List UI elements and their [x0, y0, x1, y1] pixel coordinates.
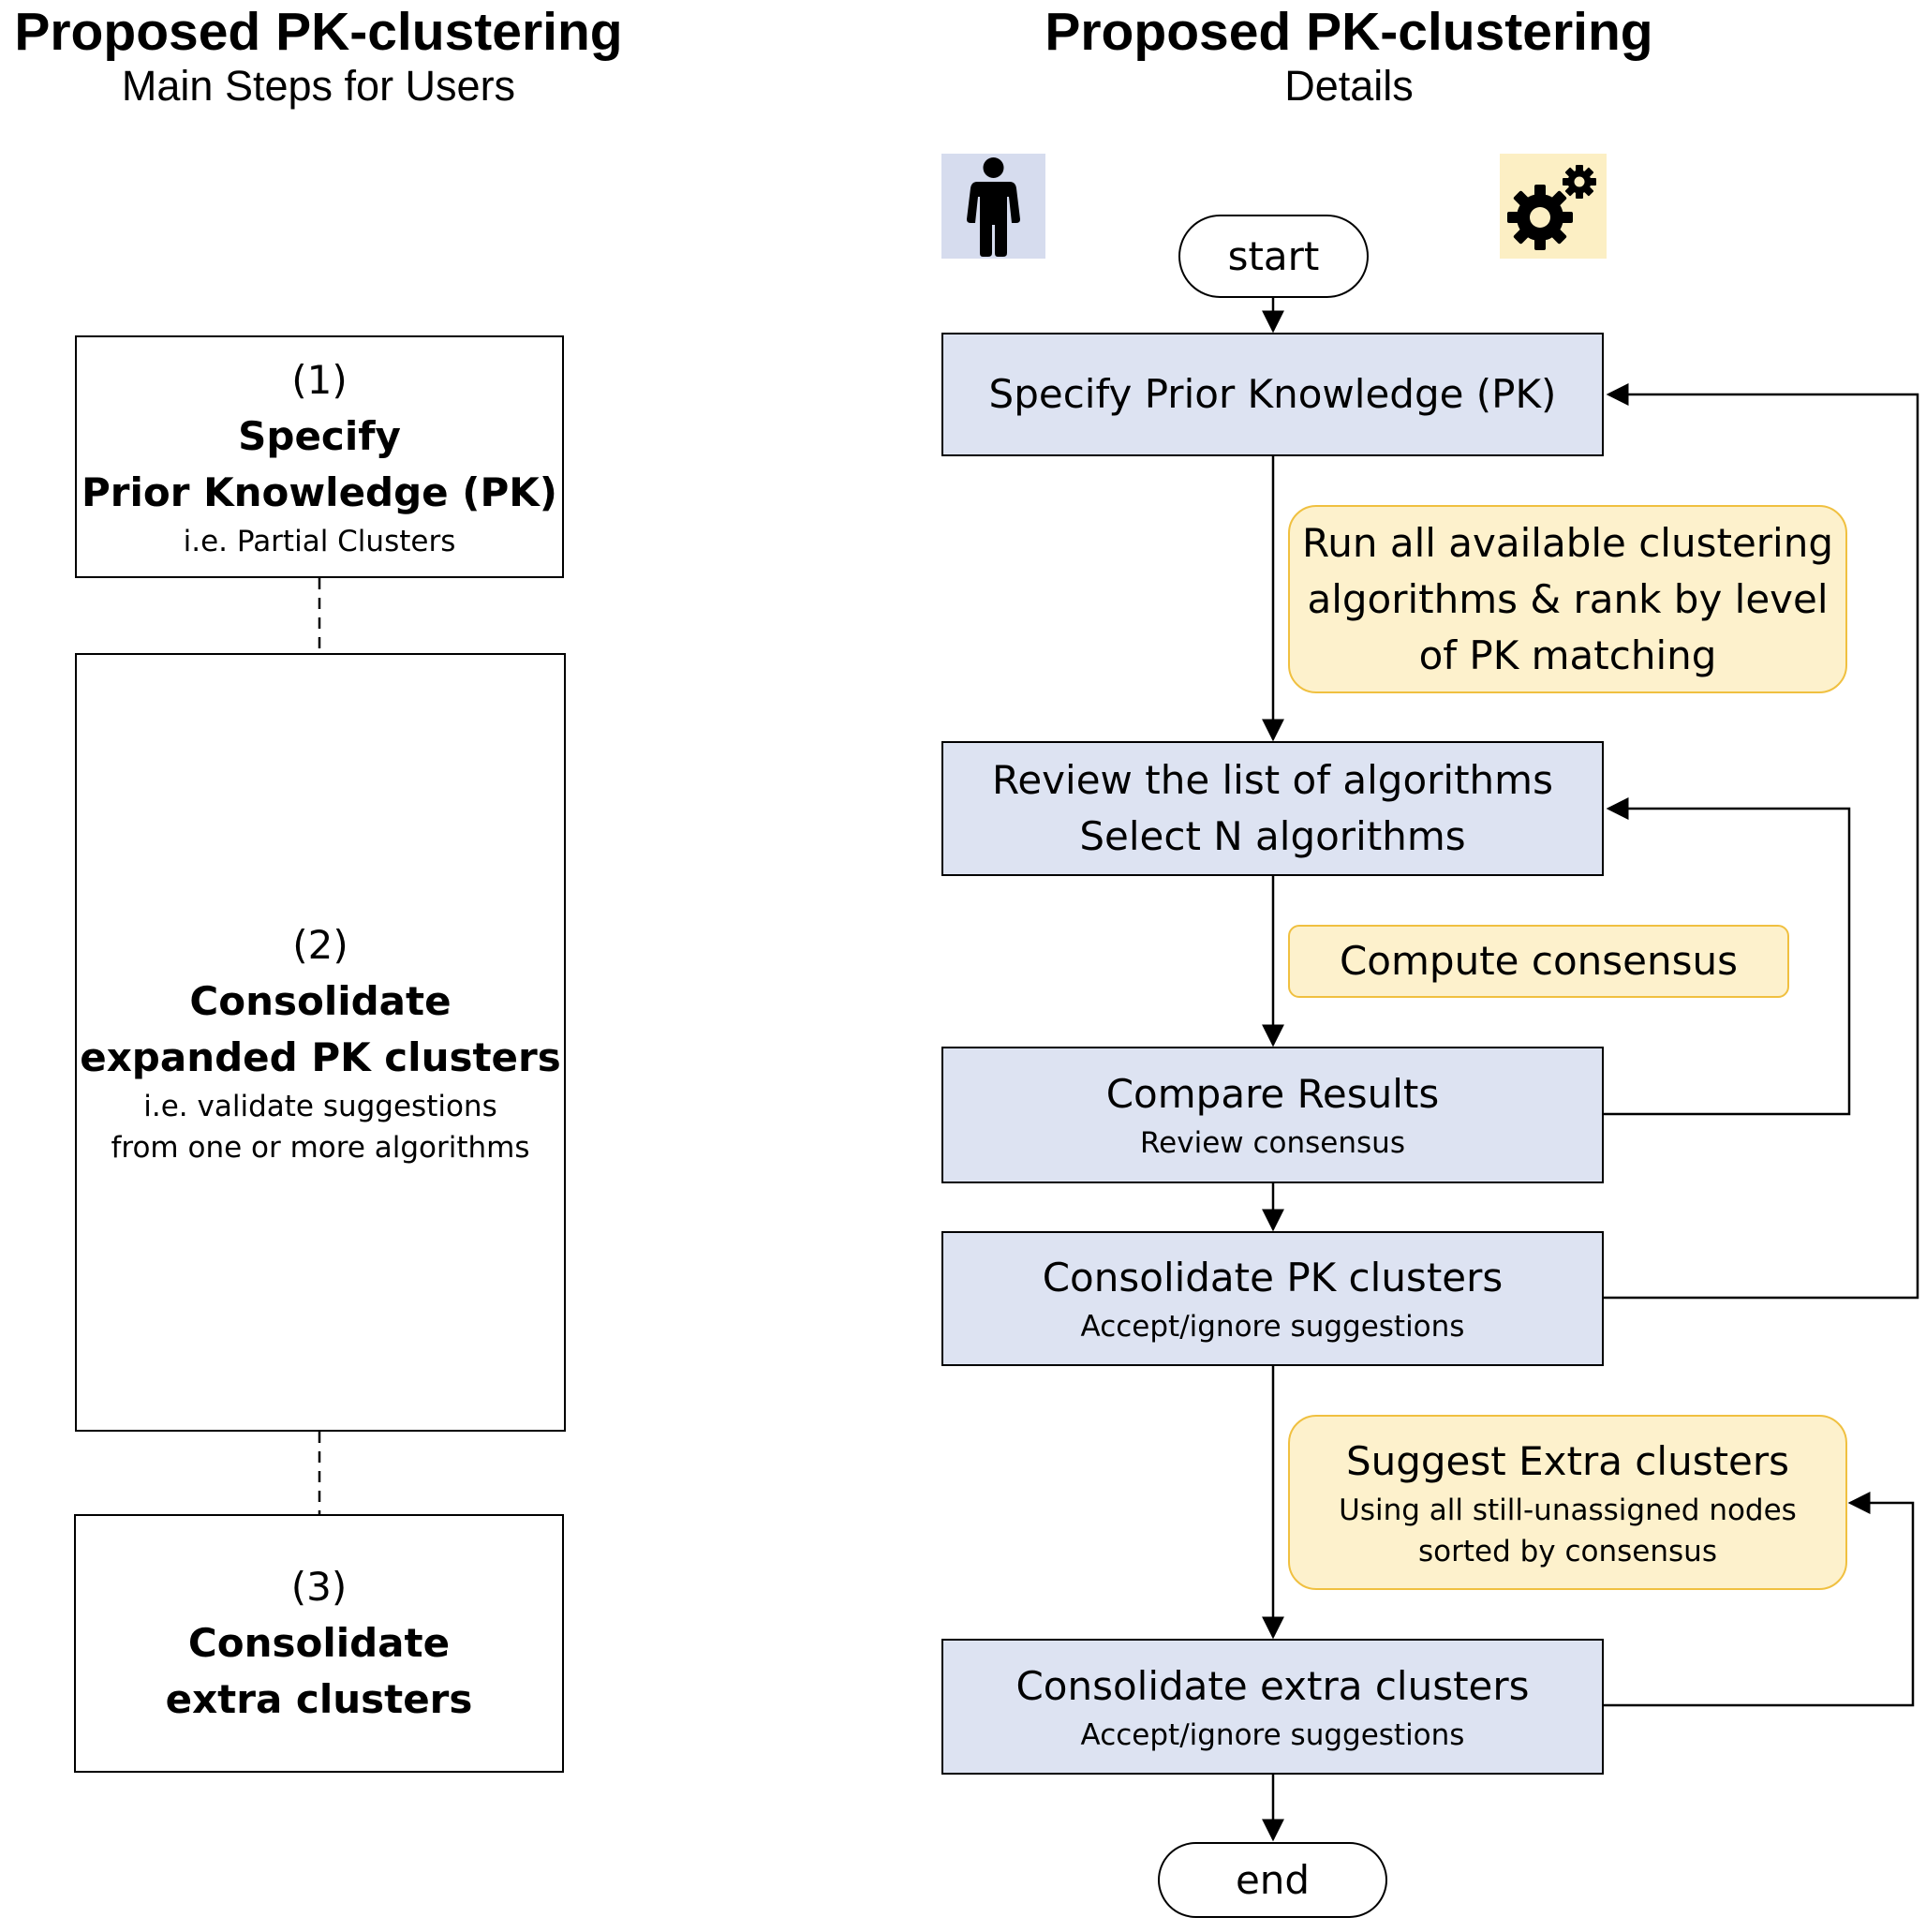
consolidate-pk-title: Consolidate PK clusters	[1042, 1255, 1504, 1300]
start-terminal: start	[1178, 215, 1369, 298]
run-all-line2: algorithms & rank by level	[1307, 575, 1829, 622]
suggest-note-line1: Using all still-unassigned nodes	[1339, 1493, 1797, 1527]
review-algorithms-step: Review the list of algorithms Select N a…	[941, 741, 1604, 876]
review-line1: Review the list of algorithms	[992, 757, 1553, 803]
step-3-number: (3)	[290, 1564, 348, 1610]
consolidate-extra-step: Consolidate extra clusters Accept/ignore…	[941, 1639, 1604, 1775]
left-title: Proposed PK-clustering	[14, 2, 623, 62]
step-1-note-line1: i.e. Partial Clusters	[183, 524, 456, 558]
left-title-block: Proposed PK-clustering Main Steps for Us…	[0, 2, 637, 111]
compute-consensus-label: Compute consensus	[1339, 938, 1738, 984]
specify-pk-step: Specify Prior Knowledge (PK)	[941, 333, 1604, 456]
step-1-title-line1: Specify	[238, 412, 401, 459]
step-2-title-line1: Consolidate	[189, 977, 452, 1024]
consolidate-pk-step: Consolidate PK clusters Accept/ignore su…	[941, 1231, 1604, 1366]
compute-consensus-step: Compute consensus	[1288, 925, 1789, 998]
end-label: end	[1235, 1856, 1311, 1903]
specify-pk-label: Specify Prior Knowledge (PK)	[988, 371, 1557, 417]
step-3-title-line1: Consolidate	[187, 1620, 451, 1666]
step-2-number: (2)	[292, 921, 348, 968]
run-all-algorithms-step: Run all available clustering algorithms …	[1288, 505, 1847, 693]
right-title: Proposed PK-clustering	[1044, 2, 1653, 62]
compare-note: Review consensus	[1140, 1126, 1405, 1160]
compare-title: Compare Results	[1105, 1071, 1440, 1117]
start-label: start	[1227, 232, 1320, 279]
gears-icon	[1507, 165, 1596, 250]
step-1-title-line2: Prior Knowledge (PK)	[81, 468, 558, 515]
left-subtitle: Main Steps for Users	[121, 62, 516, 110]
run-all-line1: Run all available clustering	[1301, 519, 1834, 566]
suggest-extra-step: Suggest Extra clusters Using all still-u…	[1288, 1415, 1847, 1590]
left-step-2: (2) Consolidate expanded PK clusters i.e…	[75, 653, 566, 1432]
right-title-block: Proposed PK-clustering Details	[1030, 2, 1667, 111]
left-step-1: (1) Specify Prior Knowledge (PK) i.e. Pa…	[75, 335, 564, 578]
consolidate-extra-note: Accept/ignore suggestions	[1080, 1717, 1465, 1752]
system-icon-panel	[1500, 154, 1607, 259]
consolidate-extra-title: Consolidate extra clusters	[1015, 1662, 1530, 1709]
step-2-title-line2: expanded PK clusters	[80, 1033, 561, 1080]
step-2-note-line2: from one or more algorithms	[111, 1130, 530, 1165]
run-all-line3: of PK matching	[1418, 632, 1717, 678]
step-2-note-line1: i.e. validate suggestions	[143, 1089, 497, 1123]
user-icon-panel	[941, 154, 1045, 259]
review-line2: Select N algorithms	[1079, 813, 1466, 859]
person-icon	[967, 157, 1020, 257]
right-subtitle: Details	[1284, 62, 1414, 110]
consolidate-pk-note: Accept/ignore suggestions	[1080, 1310, 1465, 1344]
step-3-title-line2: extra clusters	[165, 1676, 473, 1722]
left-step-3: (3) Consolidate extra clusters	[74, 1514, 564, 1773]
suggest-note-line2: sorted by consensus	[1418, 1534, 1717, 1568]
end-terminal: end	[1158, 1842, 1387, 1918]
compare-results-step: Compare Results Review consensus	[941, 1047, 1604, 1183]
suggest-title: Suggest Extra clusters	[1345, 1437, 1790, 1484]
step-1-number: (1)	[291, 356, 348, 403]
